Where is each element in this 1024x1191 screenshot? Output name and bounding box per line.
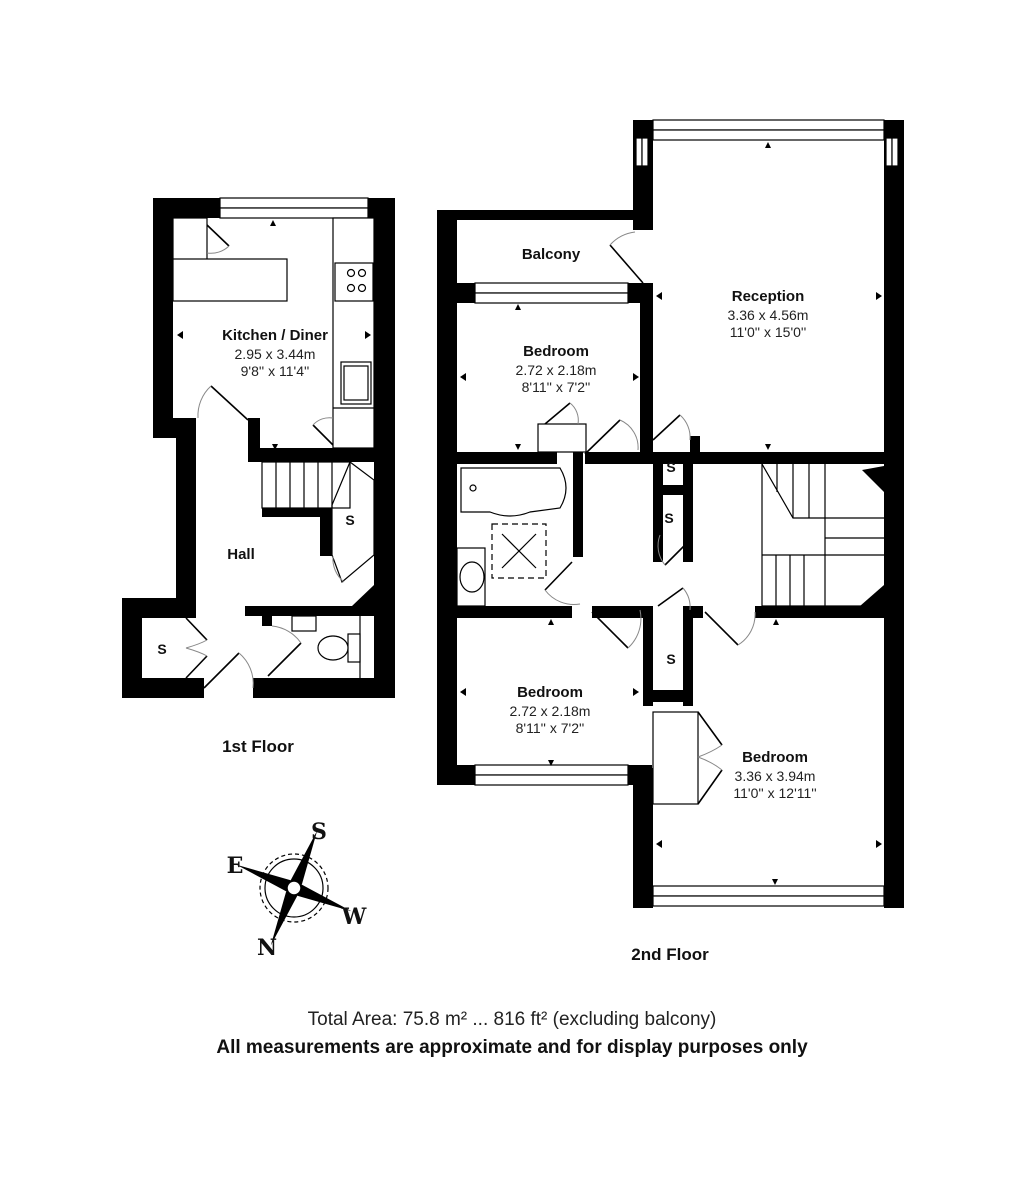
room-dimensions-metric: 2.72 x 2.18m — [515, 361, 597, 378]
room-dimensions-imperial: 11'0'' x 12'11'' — [733, 785, 817, 802]
room-label-hall: Hall — [227, 546, 255, 565]
room-dimensions-imperial: 9'8'' x 11'4'' — [240, 363, 310, 380]
compass-north-label: N — [256, 935, 278, 961]
room-label-kitchen-diner: Kitchen / Diner 2.95 x 3.44m 9'8'' x 11'… — [222, 327, 328, 381]
room-name: Balcony — [521, 246, 581, 263]
storage-label: S — [157, 641, 167, 657]
room-dimensions-metric: 3.36 x 4.56m — [727, 306, 809, 323]
room-dimensions-imperial: 8'11'' x 7'2'' — [521, 379, 591, 396]
storage-label: S — [345, 512, 355, 528]
storage-label: S — [666, 459, 676, 475]
room-label-bedroom-3: Bedroom 3.36 x 3.94m 11'0'' x 12'11'' — [733, 749, 816, 803]
compass-west-label: W — [341, 904, 367, 930]
room-name: Bedroom — [517, 684, 583, 701]
room-label-bedroom-1: Bedroom 2.72 x 2.18m 8'11'' x 7'2'' — [516, 343, 597, 397]
room-name: Bedroom — [742, 749, 808, 766]
room-name: Hall — [227, 546, 255, 563]
room-dimensions-metric: 3.36 x 3.94m — [734, 767, 816, 784]
total-area-text: Total Area: 75.8 m² ... 816 ft² (excludi… — [307, 1009, 717, 1030]
disclaimer-text: All measurements are approximate and for… — [216, 1037, 808, 1058]
storage-label: S — [666, 651, 676, 667]
compass-rose-icon — [236, 830, 352, 946]
room-name: Bedroom — [523, 343, 589, 360]
room-dimensions-imperial: 8'11'' x 7'2'' — [515, 720, 585, 737]
second-floor-plan — [437, 119, 904, 908]
room-label-reception: Reception 3.36 x 4.56m 11'0'' x 15'0'' — [728, 288, 809, 342]
room-name: Reception — [731, 288, 805, 305]
first-floor-plan — [122, 197, 395, 698]
room-dimensions-metric: 2.95 x 3.44m — [234, 345, 316, 362]
room-dimensions-imperial: 11'0'' x 15'0'' — [729, 324, 807, 341]
room-name: Kitchen / Diner — [222, 327, 328, 344]
compass-south-label: S — [311, 819, 327, 845]
floor-title-first: 1st Floor — [222, 737, 294, 756]
room-label-balcony: Balcony — [522, 246, 580, 265]
stairs-first-floor — [261, 461, 351, 509]
stairs-second-floor — [761, 463, 884, 607]
compass-east-label: E — [226, 853, 244, 879]
floor-title-second: 2nd Floor — [631, 945, 709, 964]
room-label-bedroom-2: Bedroom 2.72 x 2.18m 8'11'' x 7'2'' — [510, 684, 591, 738]
room-dimensions-metric: 2.72 x 2.18m — [509, 702, 591, 719]
storage-label: S — [664, 510, 674, 526]
